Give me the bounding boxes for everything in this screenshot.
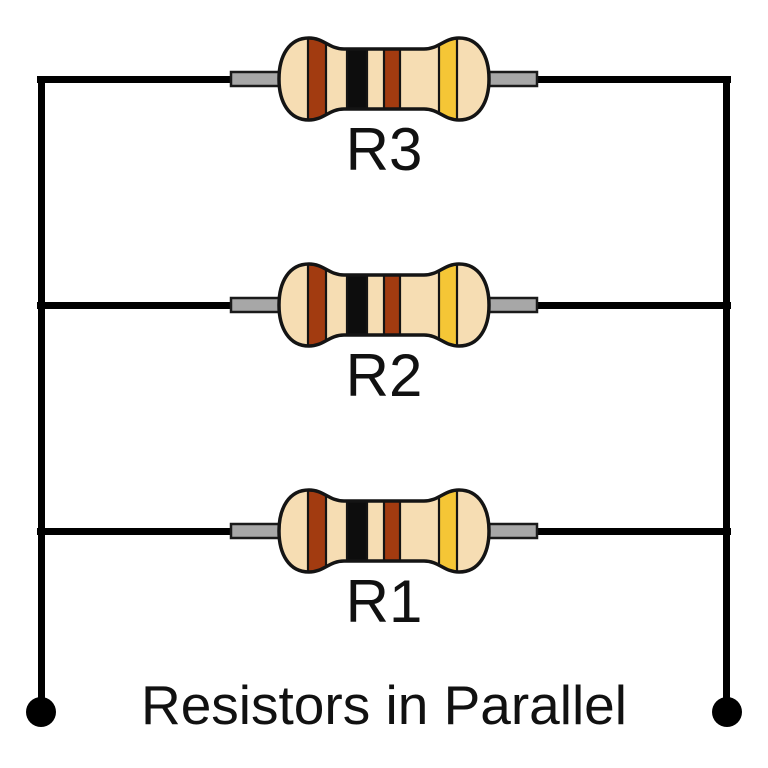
diagram-title: Resistors in Parallel <box>140 674 627 736</box>
color-band <box>345 490 369 572</box>
color-band <box>382 38 402 120</box>
color-band <box>306 490 328 572</box>
color-band <box>382 264 402 346</box>
color-band <box>437 38 459 120</box>
resistor-r2 <box>229 262 539 348</box>
left-bus-wire <box>38 76 45 712</box>
color-band <box>437 490 459 572</box>
resistor-label-r3: R3 <box>345 116 423 183</box>
terminal-dot-right <box>712 697 742 727</box>
terminal-dot-left <box>26 697 56 727</box>
color-band <box>306 264 328 346</box>
color-band <box>306 38 328 120</box>
resistor-bands <box>306 264 459 346</box>
resistor-bands <box>306 490 459 572</box>
color-band <box>437 264 459 346</box>
resistor-bands <box>306 38 459 120</box>
resistor-r1 <box>229 488 539 574</box>
color-band <box>345 264 369 346</box>
color-band <box>382 490 402 572</box>
color-band <box>345 38 369 120</box>
resistor-r3 <box>229 36 539 122</box>
resistor-label-r1: R1 <box>345 568 423 635</box>
resistor-label-r2: R2 <box>345 342 423 409</box>
right-bus-wire <box>723 76 730 712</box>
